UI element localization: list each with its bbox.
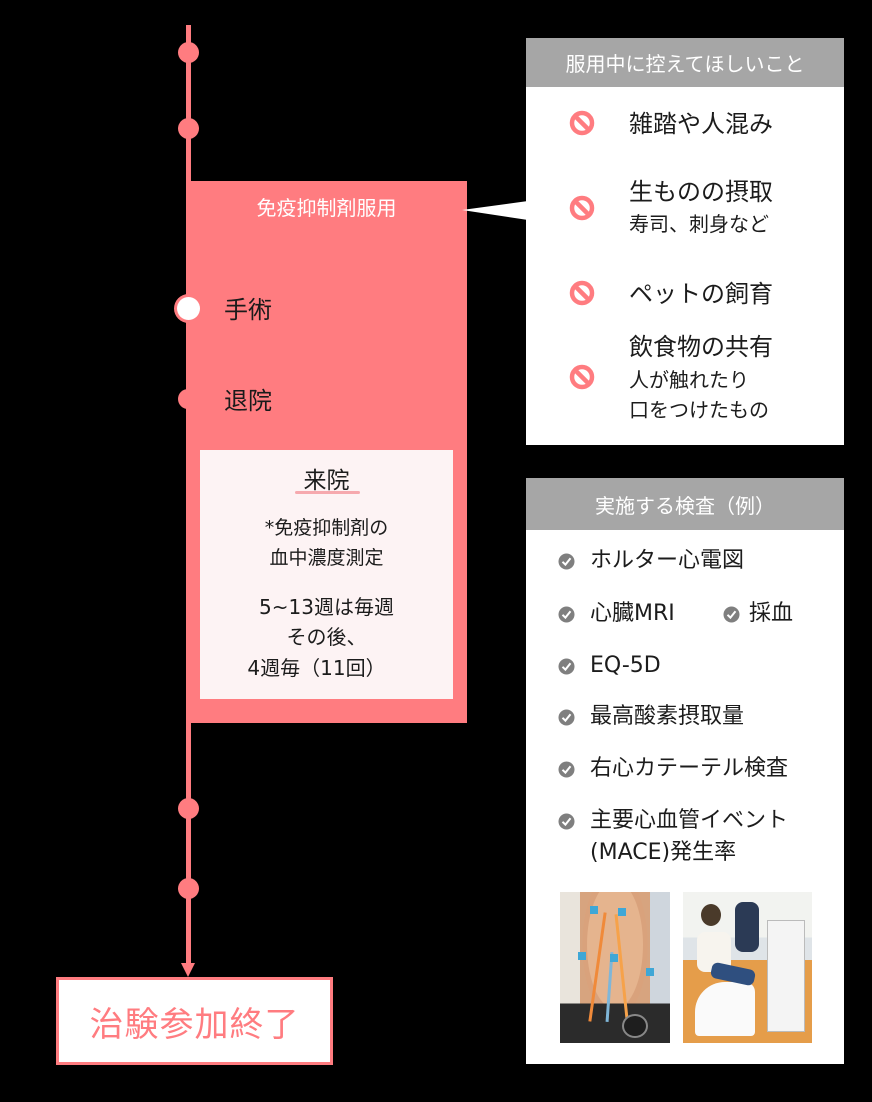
visit-note-line: 血中濃度測定 [269,547,384,569]
avoid-item-title: 雑踏や人混み [629,110,773,138]
check-circle-icon [558,709,575,726]
visit-schedule-line: 4週毎（11回） [247,656,386,680]
check-circle-icon [558,761,575,778]
avoid-panel: 服用中に控えてほしいこと [526,38,844,445]
study-end-label: 治験参加終了 [89,1004,300,1045]
event-label-surgery: 手術 [224,296,272,324]
check-circle-icon [558,553,575,570]
visit-schedule-line: その後、 [286,625,367,649]
prohibited-icon [569,364,595,390]
test-item-label: EQ-5D [590,653,661,678]
surgery-marker-icon [173,293,203,323]
avoid-item-detail: 口をつけたもの [629,398,769,422]
timeline-dot [177,41,199,63]
visit-title-underline [295,491,360,494]
check-circle-icon [558,658,575,675]
check-circle-icon [558,813,575,830]
holter-ecg-photo [560,892,670,1043]
test-item-label: ホルター心電図 [590,548,745,573]
avoid-item-title: ペットの飼育 [629,280,773,308]
visit-title: 来院 [303,468,350,494]
test-item-label: 採血 [749,601,794,626]
avoid-item-title: 飲食物の共有 [629,333,773,361]
avoid-item-detail: 寿司、刺身など [629,212,769,236]
discharge-marker-icon [178,389,198,409]
test-item-label: 最高酸素摂取量 [590,704,745,729]
test-item-label: 右心カテーテル検査 [590,756,789,781]
timeline-line-top [186,25,191,185]
study-end-box: 治験参加終了 [56,977,333,1065]
event-label-discharge: 退院 [224,387,272,415]
timeline-dot [177,117,199,139]
timeline-line-bottom [186,720,191,966]
prohibited-icon [569,280,595,306]
exercise-test-photo [683,892,812,1043]
check-circle-icon [558,606,575,623]
visit-note-line: *免疫抑制剤の [264,517,389,539]
medication-period-title: 免疫抑制剤服用 [256,196,397,220]
prohibited-icon [569,195,595,221]
timeline-dot [177,797,199,819]
visit-schedule-line: 5~13週は毎週 [259,595,394,619]
test-item-label-line2: (MACE)発生率 [590,840,737,865]
test-item-label: 主要心血管イベント [590,808,789,833]
timeline-dot [177,877,199,899]
check-circle-icon [723,606,740,623]
tests-panel-title: 実施する検査（例） [595,493,775,518]
tests-panel-header: 実施する検査（例） [526,478,844,530]
prohibited-icon [569,110,595,136]
test-item-label: 心臓MRI [590,601,675,626]
avoid-item-title: 生ものの摂取 [629,178,773,206]
arrow-down-icon [181,963,195,977]
avoid-panel-title: 服用中に控えてほしいこと [565,52,805,76]
avoid-item-detail: 人が触れたり [629,368,749,392]
avoid-panel-header: 服用中に控えてほしいこと [526,38,844,87]
